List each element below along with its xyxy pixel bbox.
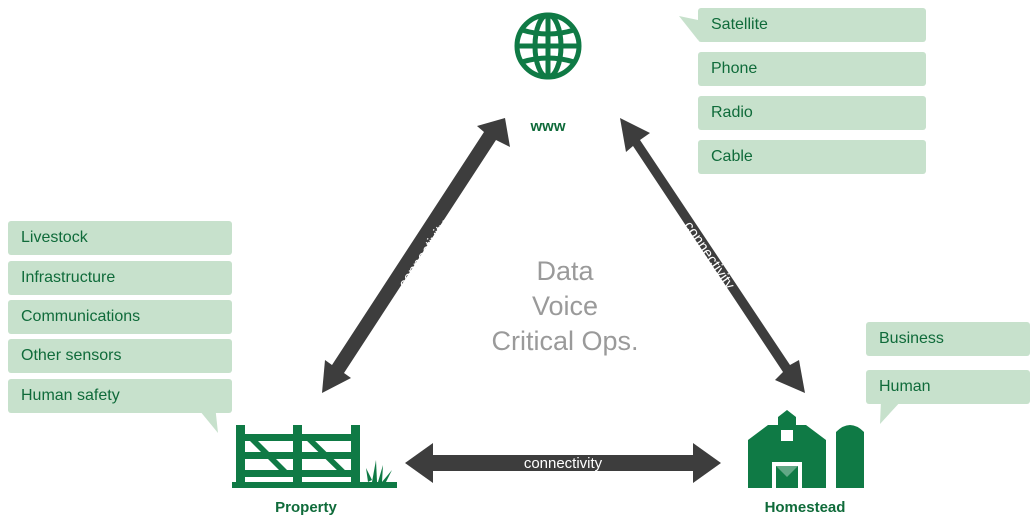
www-option-satellite: Satellite (698, 8, 926, 42)
property-item-human-safety: Human safety (8, 379, 232, 413)
www-option-cable: Cable (698, 140, 926, 174)
homestead-item-human: Human (866, 370, 1030, 404)
arrow-www-property (322, 118, 510, 393)
www-label: www (530, 118, 566, 135)
center-text: Data Voice Critical Ops. (440, 254, 690, 359)
www-callout-tail (679, 16, 698, 40)
www-option-phone: Phone (698, 52, 926, 86)
property-item-communications: Communications (8, 300, 232, 334)
globe-icon (514, 12, 582, 80)
property-item-infrastructure: Infrastructure (8, 261, 232, 295)
arrow-property-homestead (405, 443, 721, 483)
property-item-livestock: Livestock (8, 221, 232, 255)
homestead-callout-tail (880, 400, 902, 424)
center-line-critical-ops: Critical Ops. (491, 326, 639, 356)
www-option-radio: Radio (698, 96, 926, 130)
arrow-www-homestead (620, 118, 805, 393)
gate-icon (232, 425, 397, 488)
homestead-item-business: Business (866, 322, 1030, 356)
connectivity-label-bottom: connectivity (523, 455, 603, 472)
homestead-label: Homestead (764, 499, 846, 516)
center-line-data: Data (536, 256, 594, 286)
barn-icon (748, 410, 864, 488)
property-label: Property (275, 499, 337, 516)
center-line-voice: Voice (531, 291, 599, 321)
property-item-other-sensors: Other sensors (8, 339, 232, 373)
